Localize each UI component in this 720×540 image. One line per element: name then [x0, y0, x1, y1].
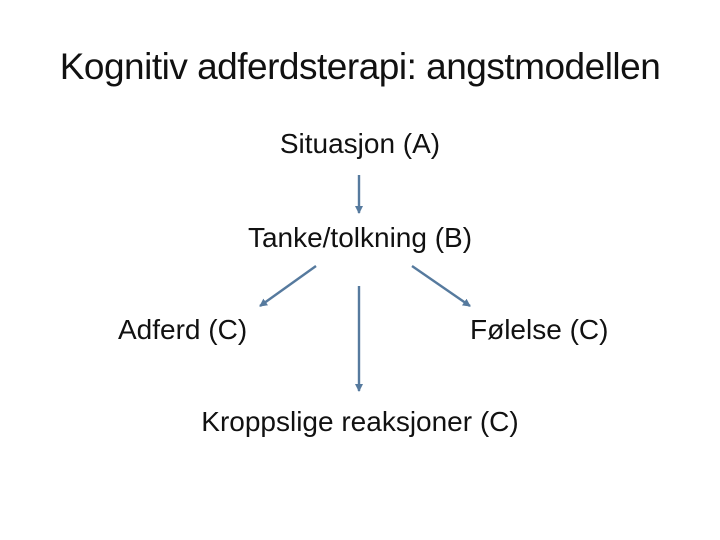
slide-title: Kognitiv adferdsterapi: angstmodellen: [59, 46, 661, 87]
node-situasjon: Situasjon (A): [279, 128, 441, 159]
arrow-tanke-to-adferd: [259, 265, 317, 307]
arrow-tanke-to-folelse: [411, 265, 471, 307]
node-adferd: Adferd (C): [118, 314, 248, 345]
node-kroppslige-reaksjoner: Kroppslige reaksjoner (C): [201, 406, 519, 437]
node-tanke-tolkning: Tanke/tolkning (B): [247, 222, 473, 253]
node-folelse: Følelse (C): [470, 314, 609, 345]
